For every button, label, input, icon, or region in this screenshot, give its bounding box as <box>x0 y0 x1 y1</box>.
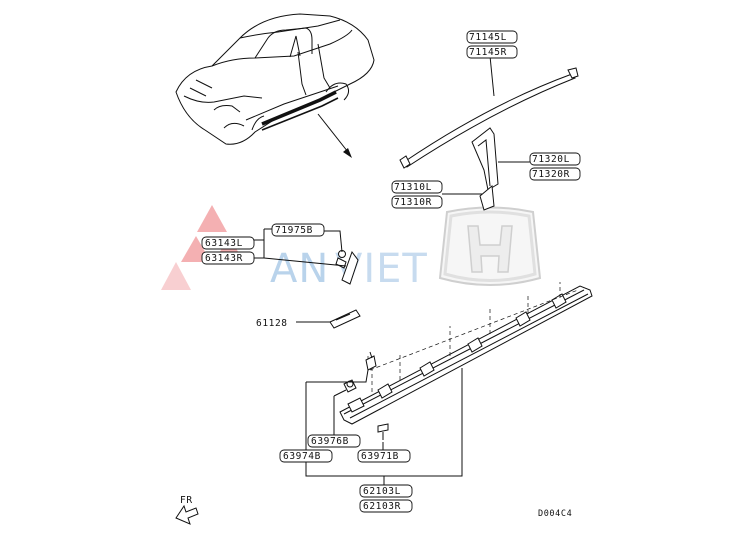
leader-63143-guard <box>263 257 347 267</box>
roof-molding-part <box>399 67 579 169</box>
diagram-id: D004C4 <box>538 509 572 519</box>
fastener-63974-part <box>365 351 377 371</box>
part-number-71310l[interactable]: 71310L <box>394 182 432 193</box>
part-number-63971b[interactable]: 63971B <box>361 451 399 462</box>
screw-63971-part <box>377 423 389 440</box>
part-number-61128[interactable]: 61128 <box>256 318 288 329</box>
part-number-labels: 71145L 71145R 71320L 71320R 71310L 71310… <box>201 30 581 513</box>
part-number-71320l[interactable]: 71320L <box>532 154 570 165</box>
leader-71145 <box>468 55 495 97</box>
part-number-71145r[interactable]: 71145R <box>469 47 507 58</box>
bracket-63143 <box>254 229 265 259</box>
watermark-h-badge-icon <box>438 206 542 286</box>
clip-61128-part <box>329 309 361 329</box>
pillar-garnish-part <box>471 127 499 211</box>
part-number-62103l[interactable]: 62103L <box>363 486 401 497</box>
part-number-62103r[interactable]: 62103R <box>363 501 401 512</box>
part-number-63143l[interactable]: 63143L <box>205 238 243 249</box>
part-number-71310r[interactable]: 71310R <box>394 197 432 208</box>
watermark-text-an: AN <box>270 246 329 292</box>
part-number-63974b[interactable]: 63974B <box>283 451 321 462</box>
part-number-63143r[interactable]: 63143R <box>205 253 243 264</box>
part-number-71145l[interactable]: 71145L <box>469 32 507 43</box>
front-direction-arrow-icon <box>175 504 199 525</box>
part-number-71320r[interactable]: 71320R <box>532 169 570 180</box>
front-direction-label: FR <box>180 495 193 506</box>
callout-arrow <box>317 113 349 153</box>
leader-71975 <box>324 230 343 253</box>
callout-arrowhead-icon <box>343 148 352 158</box>
part-number-71975b[interactable]: 71975B <box>275 225 313 236</box>
part-number-63976b[interactable]: 63976B <box>311 436 349 447</box>
side-sill-garnish-part <box>339 282 593 425</box>
car-illustration <box>175 13 375 145</box>
leader-63974 <box>306 369 369 383</box>
